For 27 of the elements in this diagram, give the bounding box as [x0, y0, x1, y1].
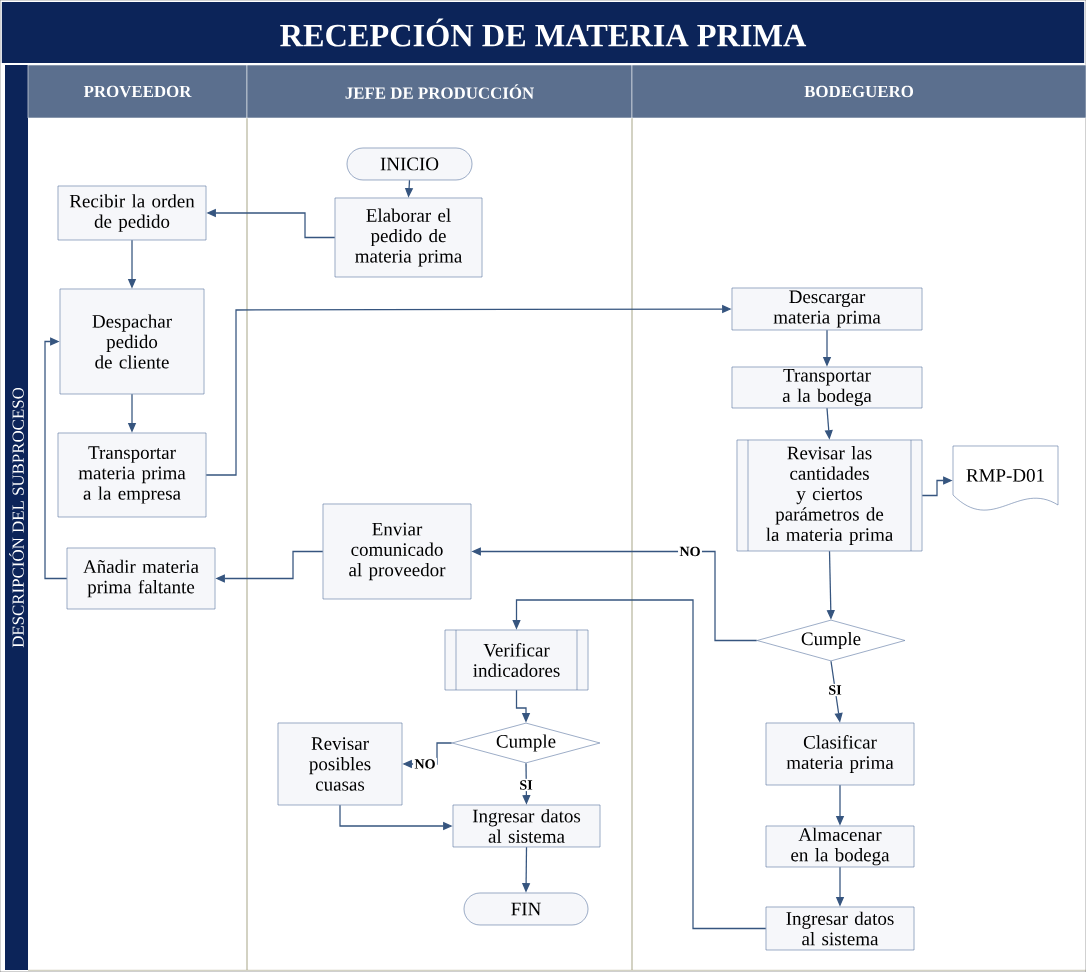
side-band: DESCRIPCIÓN DEL SUBPROCESO — [5, 64, 28, 971]
process-box: Despachar pedido de cliente — [59, 288, 205, 395]
lane-header: PROVEEDOR — [27, 64, 248, 119]
process-box: Ingresar datos al sistema — [452, 804, 601, 848]
process-box: Transportar materia prima a la empresa — [57, 432, 207, 518]
process-box: Ingresar datos al sistema — [765, 906, 915, 951]
lane-header: BODEGUERO — [631, 64, 1086, 119]
edge-label: NO — [413, 757, 437, 771]
node-label: DESCRIPCIÓN DEL SUBPROCESO — [9, 387, 24, 648]
process-box: Recibir la orden de pedido — [57, 185, 207, 241]
process-box: Transportar a la bodega — [731, 366, 923, 409]
process-box: Añadir materia prima faltante — [66, 547, 216, 610]
process-box: Almacenar en la bodega — [765, 825, 915, 868]
edge-label: SI — [826, 683, 844, 697]
title-band: RECEPCIÓN DE MATERIA PRIMA — [1, 2, 1085, 63]
process-box: Enviar comunicado al proveedor — [322, 503, 472, 600]
process-box: Clasificar materia prima — [765, 722, 915, 786]
subprocess-box: Verificar indicadores — [444, 629, 589, 691]
edge-label: SI — [517, 778, 535, 792]
process-box: Revisar posibles cuasas — [277, 722, 403, 806]
process-box: Elaborar el pedido de materia prima — [334, 197, 483, 278]
process-box: Descargar materia prima — [731, 287, 923, 331]
subprocess-box: Revisar las cantidades y ciertos parámetros de la materia prima — [736, 439, 923, 552]
arrow — [512, 599, 767, 930]
edge-label: NO — [678, 545, 702, 558]
lane-header: JEFE DE PRODUCCIÓN — [246, 64, 633, 119]
arrow — [44, 337, 68, 580]
